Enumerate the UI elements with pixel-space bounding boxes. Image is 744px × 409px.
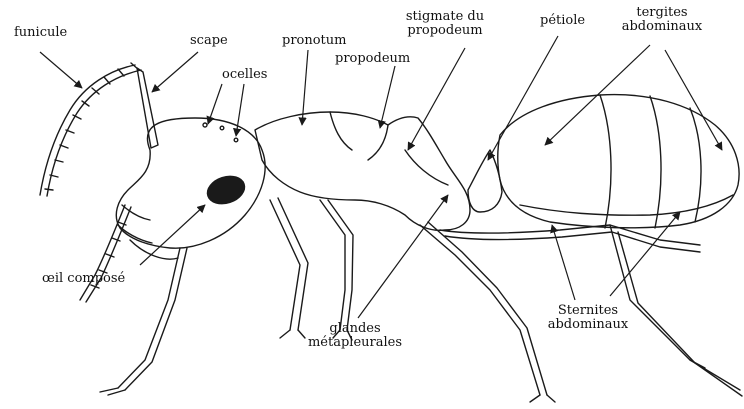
arrow-petiole [488,36,558,160]
label-glandes-line1: glandes [300,322,410,336]
label-oeil-compose: œil composé [42,272,125,286]
arrow-stigmate [408,48,465,150]
leader-lines [40,36,722,318]
arrow-tergites-2 [665,50,722,150]
label-tergites-line1: tergites [612,6,712,20]
label-pronotum: pronotum [282,34,347,48]
label-funicule: funicule [14,26,67,40]
arrow-sternites-2 [610,212,680,296]
label-stigmate-line2: propodeum [390,24,500,38]
label-tergites: tergites abdominaux [612,6,712,34]
gaster [498,95,739,228]
label-tergites-line2: abdominaux [612,20,712,34]
mesosoma [255,112,470,230]
label-petiole: pétiole [540,14,585,28]
arrow-oeil [140,205,205,265]
label-sternites: Sternites abdominaux [528,304,648,332]
arrow-funicule [40,52,82,88]
label-sternites-line1: Sternites [528,304,648,318]
label-ocelles: ocelles [222,68,267,82]
arrow-scape [152,52,198,92]
petiole [468,150,502,212]
arrow-propodeum [380,66,395,128]
funicule-segments [40,63,141,302]
label-propodeum: propodeum [335,52,410,66]
label-scape: scape [190,34,228,48]
compound-eye [204,172,248,208]
legs [100,198,742,402]
label-sternites-line2: abdominaux [528,318,648,332]
label-stigmate-line1: stigmate du [390,10,500,24]
label-glandes: glandes métapleurales [300,322,410,350]
arrow-ocelle-1 [208,84,222,124]
label-glandes-line2: métapleurales [300,336,410,350]
label-stigmate: stigmate du propodeum [390,10,500,38]
